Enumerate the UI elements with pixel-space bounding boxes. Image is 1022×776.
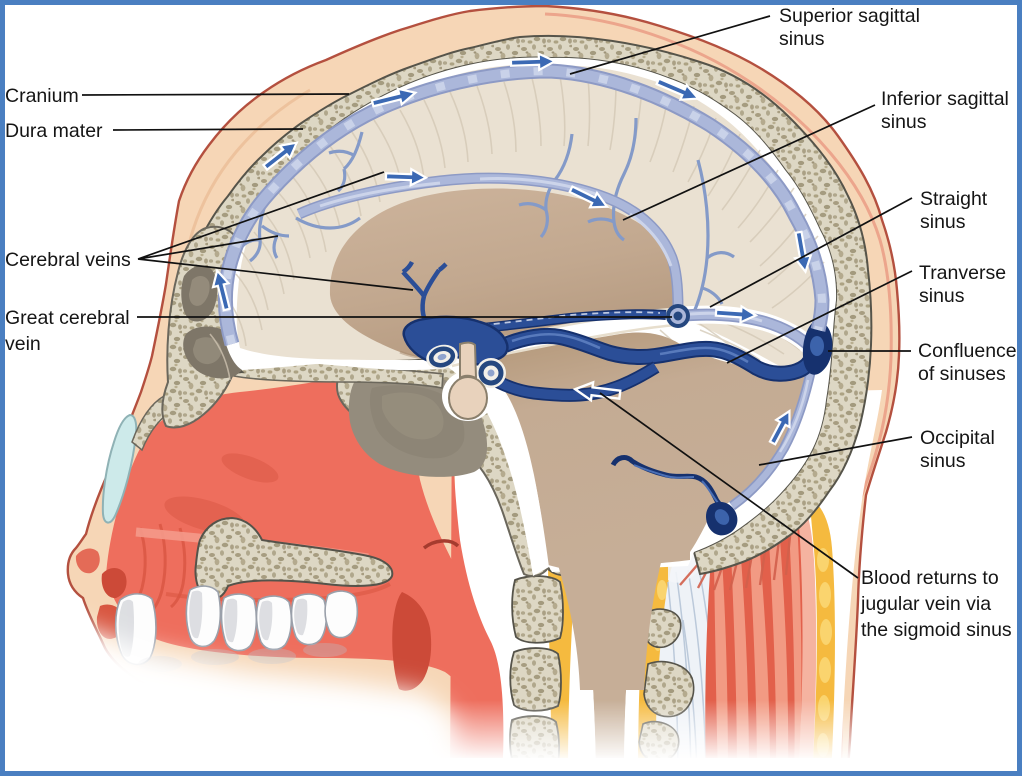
svg-text:of sinuses: of sinuses — [918, 363, 1006, 385]
svg-text:Superior sagittal: Superior sagittal — [779, 5, 920, 27]
svg-text:Cerebral veins: Cerebral veins — [5, 249, 131, 271]
svg-text:the sigmoid sinus: the sigmoid sinus — [861, 619, 1012, 641]
svg-text:vein: vein — [5, 333, 41, 355]
svg-text:sinus: sinus — [920, 211, 966, 233]
svg-text:Dura mater: Dura mater — [5, 120, 103, 142]
svg-text:Occipital: Occipital — [920, 427, 995, 449]
svg-text:Confluence: Confluence — [918, 340, 1017, 362]
svg-text:sinus: sinus — [779, 28, 825, 50]
svg-text:jugular vein via: jugular vein via — [860, 593, 991, 615]
svg-text:Tranverse: Tranverse — [919, 262, 1006, 284]
svg-text:sinus: sinus — [920, 450, 966, 472]
svg-text:Straight: Straight — [920, 188, 988, 210]
svg-text:Great cerebral: Great cerebral — [5, 307, 130, 329]
svg-text:sinus: sinus — [919, 285, 965, 307]
svg-text:sinus: sinus — [881, 111, 927, 133]
svg-text:Inferior sagittal: Inferior sagittal — [881, 88, 1009, 110]
svg-text:Cranium: Cranium — [5, 85, 79, 107]
svg-text:Blood returns to: Blood returns to — [861, 567, 999, 589]
